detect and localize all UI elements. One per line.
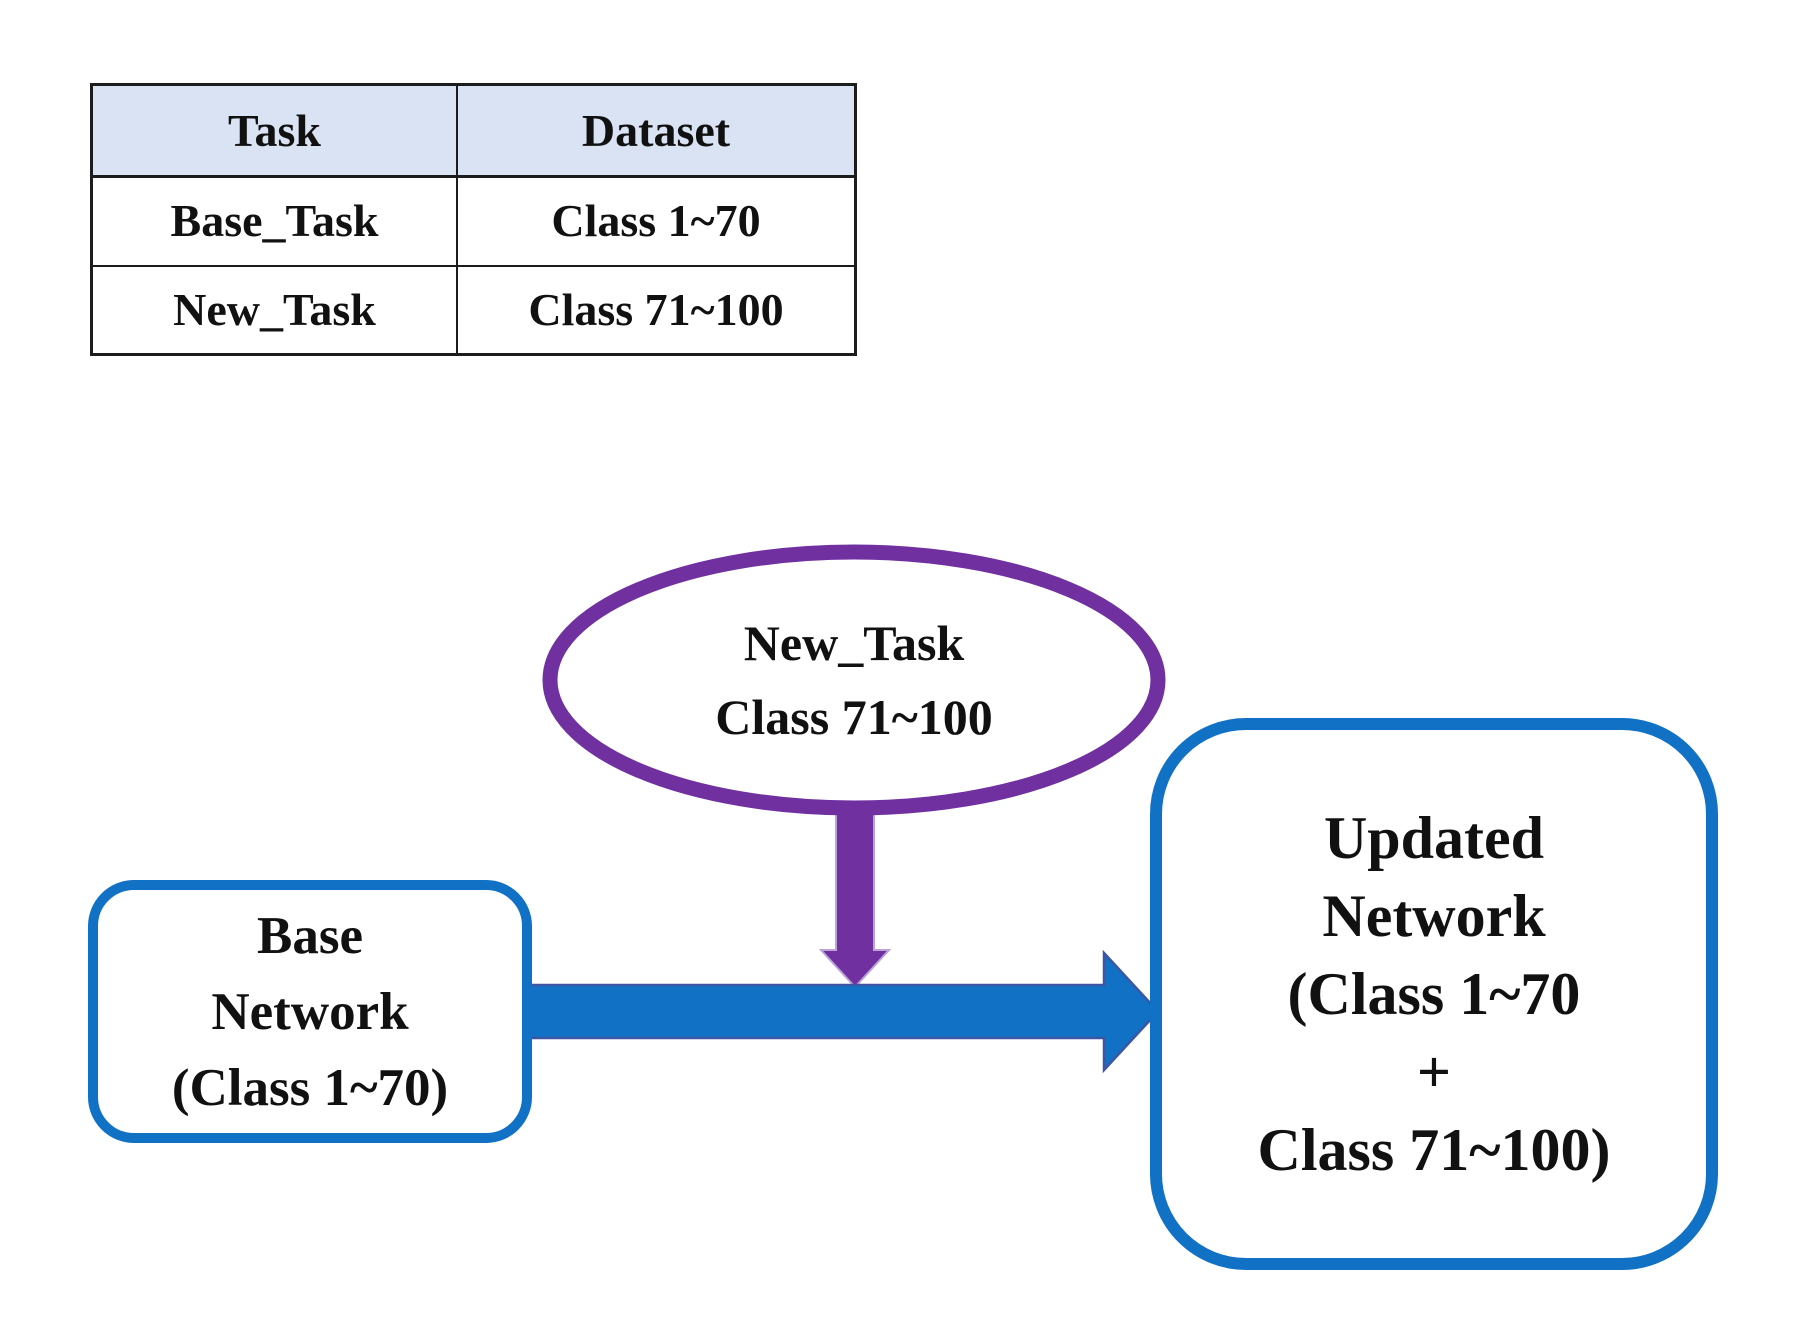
table-header-row: Task Dataset: [90, 83, 857, 178]
new-task-line1: New_Task: [743, 615, 965, 671]
task-dataset-table: Task Dataset Base_Task Class 1~70 New_Ta…: [90, 83, 857, 356]
updated-network-line5: Class 71~100): [1257, 1117, 1611, 1183]
new-task-ellipse: [542, 544, 1166, 816]
new-task-ellipse-label: New_Task Class 71~100: [574, 606, 1134, 754]
base-network-line2: Network: [211, 982, 409, 1041]
updated-network-line3: (Class 1~70: [1287, 961, 1581, 1027]
updated-network-box: Updated Network (Class 1~70 + Class 71~1…: [1150, 718, 1718, 1270]
base-to-updated-arrow: [526, 949, 1160, 1074]
table-row: New_Task Class 71~100: [90, 264, 857, 356]
base-network-line1: Base: [257, 906, 363, 965]
updated-network-line2: Network: [1322, 883, 1546, 949]
new-task-down-arrow: [818, 804, 892, 989]
updated-network-line4: +: [1416, 1039, 1452, 1105]
base-network-line3: (Class 1~70): [171, 1058, 449, 1117]
table-cell-task: New_Task: [90, 264, 458, 356]
base-network-box: Base Network (Class 1~70): [88, 880, 532, 1143]
table-cell-dataset: Class 1~70: [456, 175, 857, 267]
table-row: Base_Task Class 1~70: [90, 175, 857, 267]
table-header-dataset: Dataset: [456, 83, 857, 178]
table-cell-dataset: Class 71~100: [456, 264, 857, 356]
table-header-task: Task: [90, 83, 458, 178]
new-task-line2: Class 71~100: [715, 689, 993, 745]
updated-network-line1: Updated: [1323, 805, 1545, 871]
table-cell-task: Base_Task: [90, 175, 458, 267]
